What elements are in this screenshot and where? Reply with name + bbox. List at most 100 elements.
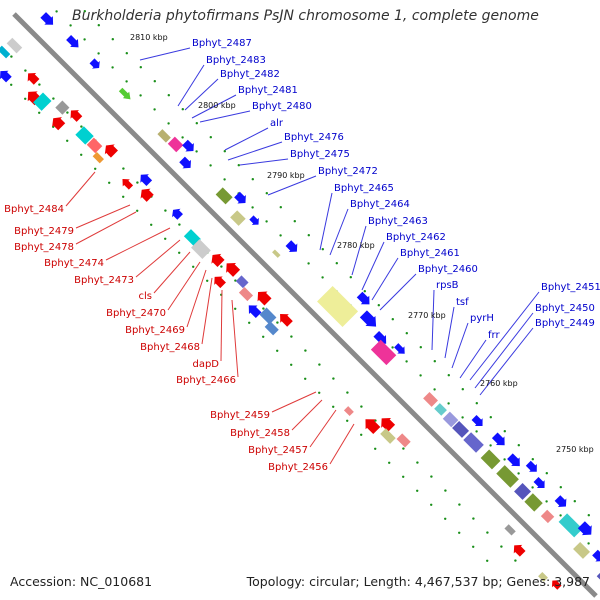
reverse-gene[interactable] bbox=[549, 577, 563, 591]
gene-label-bphyt-2456[interactable]: Bphyt_2456 bbox=[268, 462, 328, 473]
reverse-gene[interactable] bbox=[504, 524, 516, 536]
reverse-gene[interactable] bbox=[253, 287, 273, 307]
forward-gene[interactable] bbox=[434, 403, 447, 416]
gene-label-bphyt-2468[interactable]: Bphyt_2468 bbox=[140, 342, 200, 353]
forward-gene[interactable] bbox=[470, 414, 486, 430]
reverse-gene[interactable] bbox=[23, 87, 43, 107]
gene-label-bphyt-2466[interactable]: Bphyt_2466 bbox=[176, 375, 236, 386]
gene-label-bphyt-2479[interactable]: Bphyt_2479 bbox=[14, 226, 74, 237]
reverse-gene[interactable] bbox=[235, 275, 249, 289]
gene-label-tsf[interactable]: tsf bbox=[456, 297, 469, 308]
reverse-gene[interactable] bbox=[510, 541, 527, 558]
forward-gene[interactable] bbox=[167, 136, 184, 153]
reverse-gene[interactable] bbox=[276, 310, 294, 328]
reverse-gene[interactable] bbox=[538, 572, 548, 582]
reverse-gene[interactable] bbox=[137, 185, 155, 203]
forward-gene[interactable] bbox=[39, 11, 57, 29]
gene-label-bphyt-2463[interactable]: Bphyt_2463 bbox=[368, 216, 428, 227]
forward-gene[interactable] bbox=[157, 129, 171, 143]
gene-label-bphyt-2472[interactable]: Bphyt_2472 bbox=[318, 166, 378, 177]
forward-gene[interactable] bbox=[215, 187, 233, 205]
reverse-gene[interactable] bbox=[264, 321, 279, 336]
reverse-gene[interactable] bbox=[67, 106, 84, 123]
gene-label-bphyt-2458[interactable]: Bphyt_2458 bbox=[230, 428, 290, 439]
gene-label-bphyt-2449[interactable]: Bphyt_2449 bbox=[535, 318, 595, 329]
reverse-gene[interactable] bbox=[86, 137, 103, 154]
forward-gene[interactable] bbox=[372, 330, 390, 348]
gene-label-bphyt-2484[interactable]: Bphyt_2484 bbox=[4, 204, 64, 215]
gene-label-dapd[interactable]: dapD bbox=[192, 359, 219, 370]
reverse-gene[interactable] bbox=[48, 113, 66, 131]
reverse-gene[interactable] bbox=[259, 307, 277, 325]
gene-label-bphyt-2487[interactable]: Bphyt_2487 bbox=[192, 38, 252, 49]
forward-gene[interactable] bbox=[358, 309, 381, 332]
gene-label-bphyt-2451[interactable]: Bphyt_2451 bbox=[541, 282, 600, 293]
forward-gene[interactable] bbox=[117, 86, 133, 102]
gene-label-bphyt-2474[interactable]: Bphyt_2474 bbox=[44, 258, 104, 269]
reverse-gene[interactable] bbox=[137, 170, 154, 187]
gene-label-bphyt-2470[interactable]: Bphyt_2470 bbox=[106, 308, 166, 319]
forward-gene[interactable] bbox=[591, 548, 600, 565]
reverse-gene[interactable] bbox=[24, 69, 41, 86]
gene-label-bphyt-2459[interactable]: Bphyt_2459 bbox=[210, 410, 270, 421]
reverse-gene[interactable] bbox=[222, 258, 242, 278]
reverse-gene[interactable] bbox=[0, 45, 11, 59]
forward-gene[interactable] bbox=[491, 431, 509, 449]
forward-gene[interactable] bbox=[248, 214, 262, 228]
gene-label-bphyt-2469[interactable]: Bphyt_2469 bbox=[125, 325, 185, 336]
reverse-gene[interactable] bbox=[377, 413, 397, 433]
reverse-gene[interactable] bbox=[33, 92, 52, 111]
reverse-gene[interactable] bbox=[101, 141, 119, 159]
reverse-gene[interactable] bbox=[210, 273, 227, 290]
reverse-gene[interactable] bbox=[75, 126, 94, 145]
gene-label-bphyt-2465[interactable]: Bphyt_2465 bbox=[334, 183, 394, 194]
forward-gene[interactable] bbox=[233, 190, 250, 207]
forward-gene[interactable] bbox=[317, 285, 359, 327]
reverse-gene[interactable] bbox=[208, 250, 226, 268]
reverse-gene[interactable] bbox=[191, 239, 211, 259]
gene-label-bphyt-2483[interactable]: Bphyt_2483 bbox=[206, 55, 266, 66]
forward-gene[interactable] bbox=[88, 57, 103, 72]
forward-gene[interactable] bbox=[178, 155, 195, 172]
gene-label-bphyt-2480[interactable]: Bphyt_2480 bbox=[252, 101, 312, 112]
forward-gene[interactable] bbox=[463, 432, 484, 453]
gene-label-bphyt-2457[interactable]: Bphyt_2457 bbox=[248, 445, 308, 456]
reverse-gene[interactable] bbox=[396, 433, 411, 448]
gene-label-bphyt-2462[interactable]: Bphyt_2462 bbox=[386, 232, 446, 243]
forward-gene[interactable] bbox=[355, 290, 373, 308]
forward-gene[interactable] bbox=[506, 452, 524, 470]
reverse-gene[interactable] bbox=[6, 37, 23, 54]
forward-gene[interactable] bbox=[230, 210, 246, 226]
forward-gene[interactable] bbox=[553, 494, 570, 511]
forward-gene[interactable] bbox=[496, 465, 519, 488]
gene-label-bphyt-2460[interactable]: Bphyt_2460 bbox=[418, 264, 478, 275]
forward-gene[interactable] bbox=[423, 392, 438, 407]
forward-gene[interactable] bbox=[524, 493, 543, 512]
forward-gene[interactable] bbox=[181, 138, 198, 155]
gene-label-frr[interactable]: frr bbox=[488, 330, 500, 341]
forward-gene[interactable] bbox=[573, 541, 591, 559]
gene-label-cls[interactable]: cls bbox=[139, 291, 153, 302]
forward-gene[interactable] bbox=[452, 420, 470, 438]
gene-label-bphyt-2476[interactable]: Bphyt_2476 bbox=[284, 132, 344, 143]
gene-label-bphyt-2473[interactable]: Bphyt_2473 bbox=[74, 275, 134, 286]
forward-gene[interactable] bbox=[524, 459, 540, 475]
forward-gene[interactable] bbox=[272, 249, 281, 258]
reverse-gene[interactable] bbox=[92, 152, 104, 164]
forward-gene[interactable] bbox=[370, 339, 397, 366]
reverse-gene[interactable] bbox=[380, 428, 396, 444]
forward-gene[interactable] bbox=[65, 34, 83, 52]
forward-gene[interactable] bbox=[284, 239, 301, 256]
forward-gene[interactable] bbox=[540, 509, 555, 524]
reverse-gene[interactable] bbox=[169, 206, 185, 222]
forward-gene[interactable] bbox=[393, 342, 409, 358]
reverse-gene[interactable] bbox=[245, 301, 263, 319]
forward-gene[interactable] bbox=[532, 476, 548, 492]
reverse-gene[interactable] bbox=[361, 414, 382, 435]
reverse-gene[interactable] bbox=[343, 406, 354, 417]
gene-label-bphyt-2482[interactable]: Bphyt_2482 bbox=[220, 69, 280, 80]
forward-gene[interactable] bbox=[480, 449, 501, 470]
gene-label-bphyt-2461[interactable]: Bphyt_2461 bbox=[400, 248, 460, 259]
forward-gene[interactable] bbox=[576, 520, 596, 540]
